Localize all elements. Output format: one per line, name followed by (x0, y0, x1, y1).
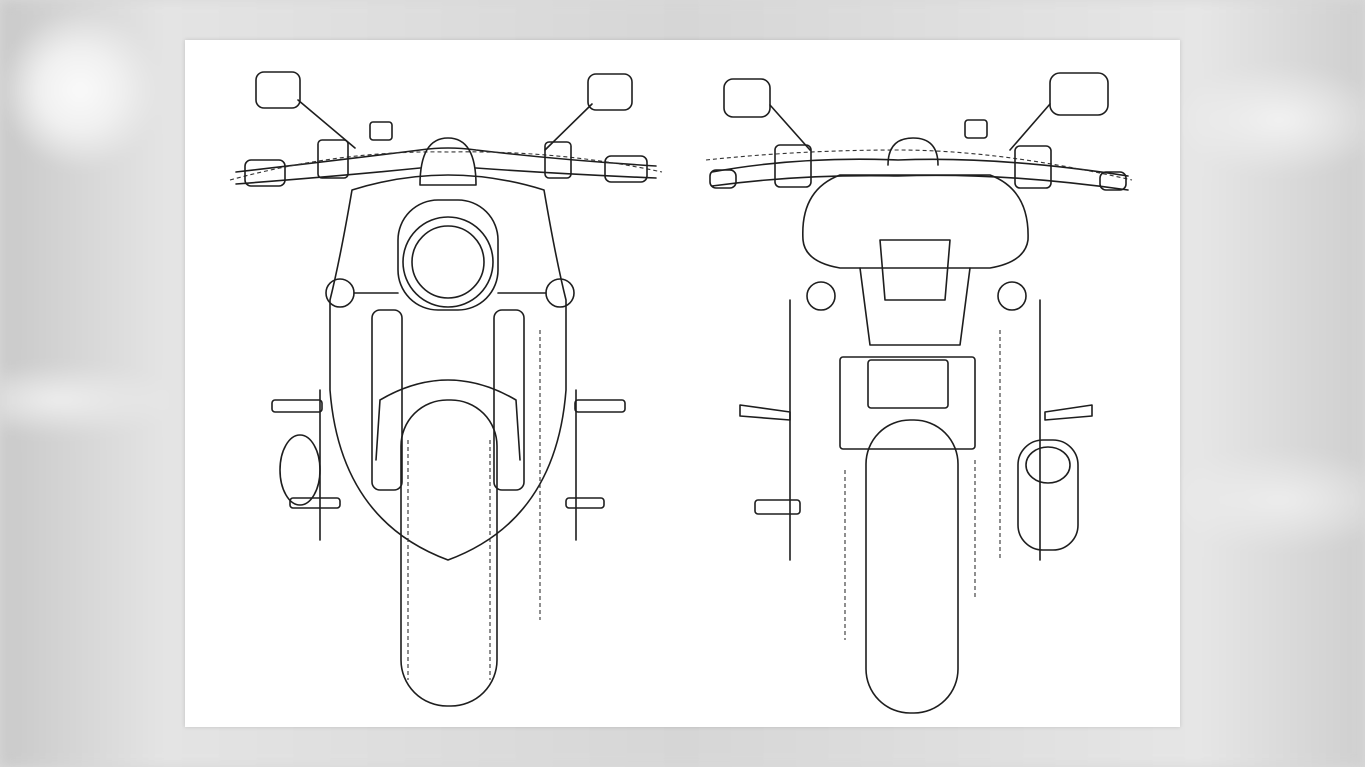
handlebar (235, 147, 657, 185)
headlight (402, 216, 494, 308)
tail-section (859, 239, 971, 346)
motorcycle-front-view (229, 71, 663, 707)
right-turn-signal (545, 278, 575, 308)
right-fork (493, 309, 525, 491)
motorcycle-rear-view (705, 72, 1133, 714)
exhaust (1017, 439, 1079, 551)
left-fork (371, 309, 403, 491)
drawing-sheet (185, 40, 1180, 727)
right-mirror (587, 73, 633, 111)
fairing (329, 174, 567, 561)
left-turn-signal (806, 281, 836, 311)
front-tire (400, 399, 498, 707)
left-mirror (723, 78, 771, 118)
seat (802, 174, 1029, 269)
left-mirror (255, 71, 301, 109)
left-turn-signal (325, 278, 355, 308)
license-plate-holder (839, 356, 976, 450)
rear-tire (865, 419, 959, 714)
right-mirror (1049, 72, 1109, 116)
right-turn-signal (997, 281, 1027, 311)
